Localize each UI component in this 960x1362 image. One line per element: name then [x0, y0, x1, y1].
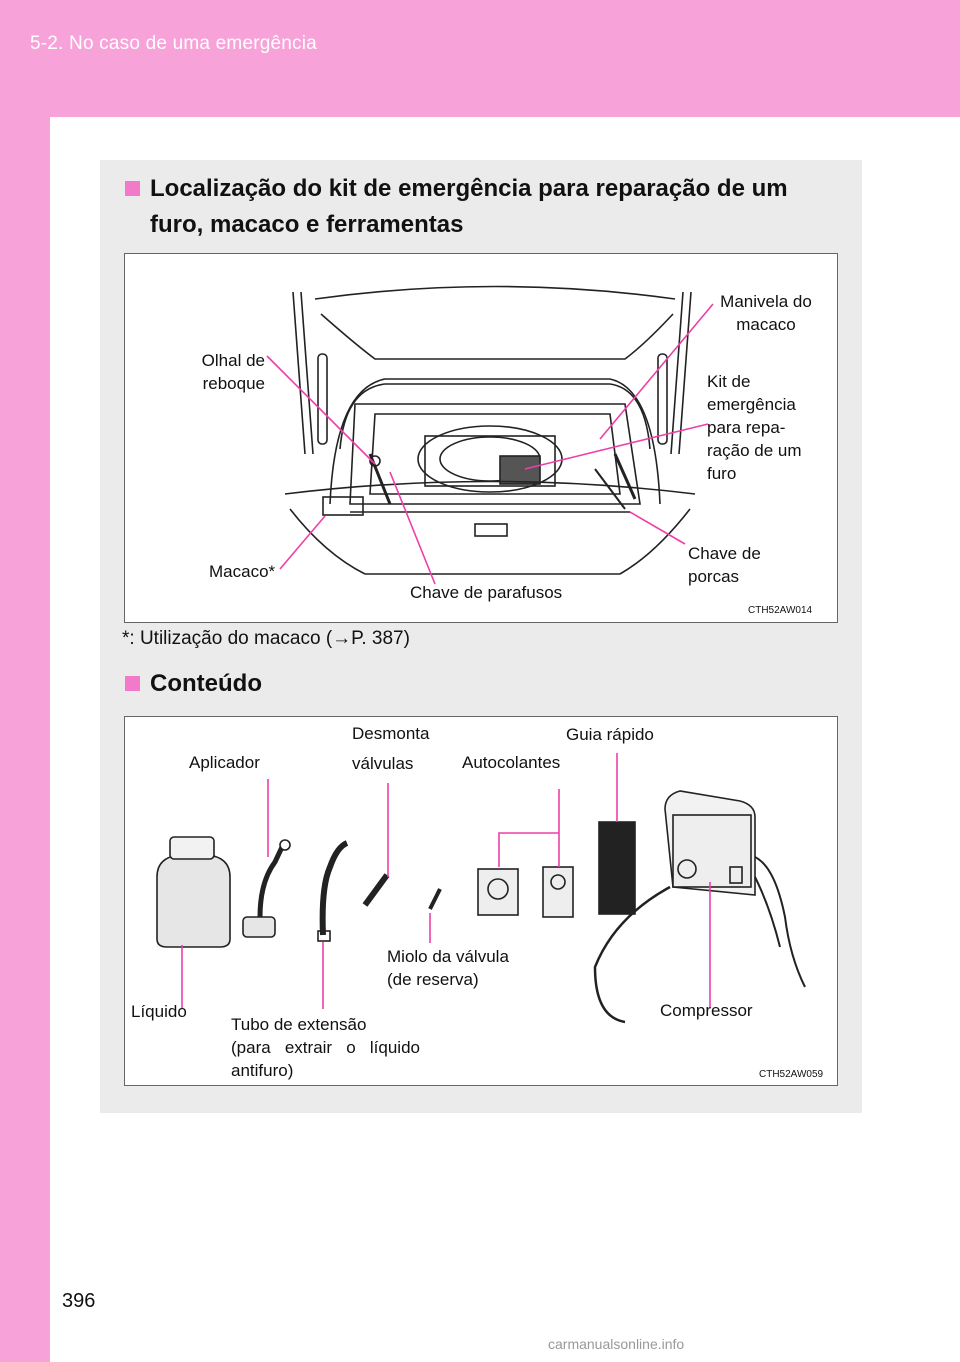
label-manivela-line2: macaco [736, 315, 796, 334]
label-chave-porcas-line2: porcas [688, 567, 740, 586]
label-aplicador: Aplicador [189, 753, 260, 772]
label-chave-porcas: Chave de porcas [688, 542, 798, 588]
label-compressor: Compressor [660, 1001, 753, 1020]
side-band [0, 117, 50, 1362]
label-kit: Kit de emergência para repa- ração de um… [707, 370, 827, 485]
trunk-figure: Manivela do macaco Olhal de reboque Kit … [124, 253, 838, 623]
figure-code-1: CTH52AW014 [748, 605, 813, 616]
label-desmonta-line1: Desmonta [352, 724, 430, 743]
label-miolo-line1: Miolo da válvula [387, 947, 509, 966]
contents-illustration [156, 753, 806, 1024]
label-olhal: Olhal de reboque [165, 349, 265, 395]
label-tubo-line2: (para extrair o líquido [231, 1038, 420, 1057]
trunk-illustration [266, 285, 714, 585]
label-liquido: Líquido [131, 1002, 187, 1021]
label-kit-line1: Kit de [707, 372, 751, 391]
header-band [0, 0, 960, 117]
label-guia: Guia rápido [566, 725, 654, 744]
heading-contents: Conteúdo [150, 670, 262, 697]
label-manivela-line1: Manivela do [720, 292, 812, 311]
heading-bullet-1 [125, 181, 140, 196]
label-manivela: Manivela do macaco [711, 290, 821, 336]
label-autocolantes: Autocolantes [462, 753, 561, 772]
label-chave-parafusos: Chave de parafusos [410, 583, 563, 602]
watermark: carmanualsonline.info [548, 1336, 685, 1352]
heading-bullet-2 [125, 676, 140, 691]
footnote-jack-usage: *: Utilização do macaco (→P. 387) [122, 628, 410, 649]
label-tubo: Tubo de extensão (para extrair o líquido… [231, 1013, 441, 1082]
heading-kit-location: Localização do kit de emergência para re… [150, 171, 830, 243]
label-chave-porcas-line1: Chave de [688, 544, 761, 563]
label-tubo-line3: antifuro) [231, 1061, 294, 1080]
label-kit-line2: emergência [707, 395, 796, 414]
section-title: 5-2. No caso de uma emergência [30, 33, 317, 54]
label-olhal-line2: reboque [202, 374, 265, 393]
page-number: 396 [62, 1290, 96, 1312]
heading-kit-location-line2: furo, macaco e ferramentas [150, 211, 464, 238]
label-tubo-line1: Tubo de extensão [231, 1015, 367, 1034]
label-miolo: Miolo da válvula (de reserva) [387, 945, 509, 991]
label-desmonta: Desmonta válvulas [352, 719, 429, 779]
label-kit-line5: furo [707, 464, 737, 483]
label-kit-line3: para repa- [707, 418, 786, 437]
heading-kit-location-line1: Localização do kit de emergência para re… [150, 175, 788, 202]
label-macaco: Macaco* [209, 562, 276, 581]
label-desmonta-line2: válvulas [352, 754, 414, 773]
label-miolo-line2: (de reserva) [387, 970, 479, 989]
label-olhal-line1: Olhal de [201, 351, 265, 370]
figure-code-2: CTH52AW059 [759, 1069, 824, 1080]
label-kit-line4: ração de um [707, 441, 802, 460]
contents-figure: Desmonta válvulas Guia rápido Aplicador … [124, 716, 838, 1086]
